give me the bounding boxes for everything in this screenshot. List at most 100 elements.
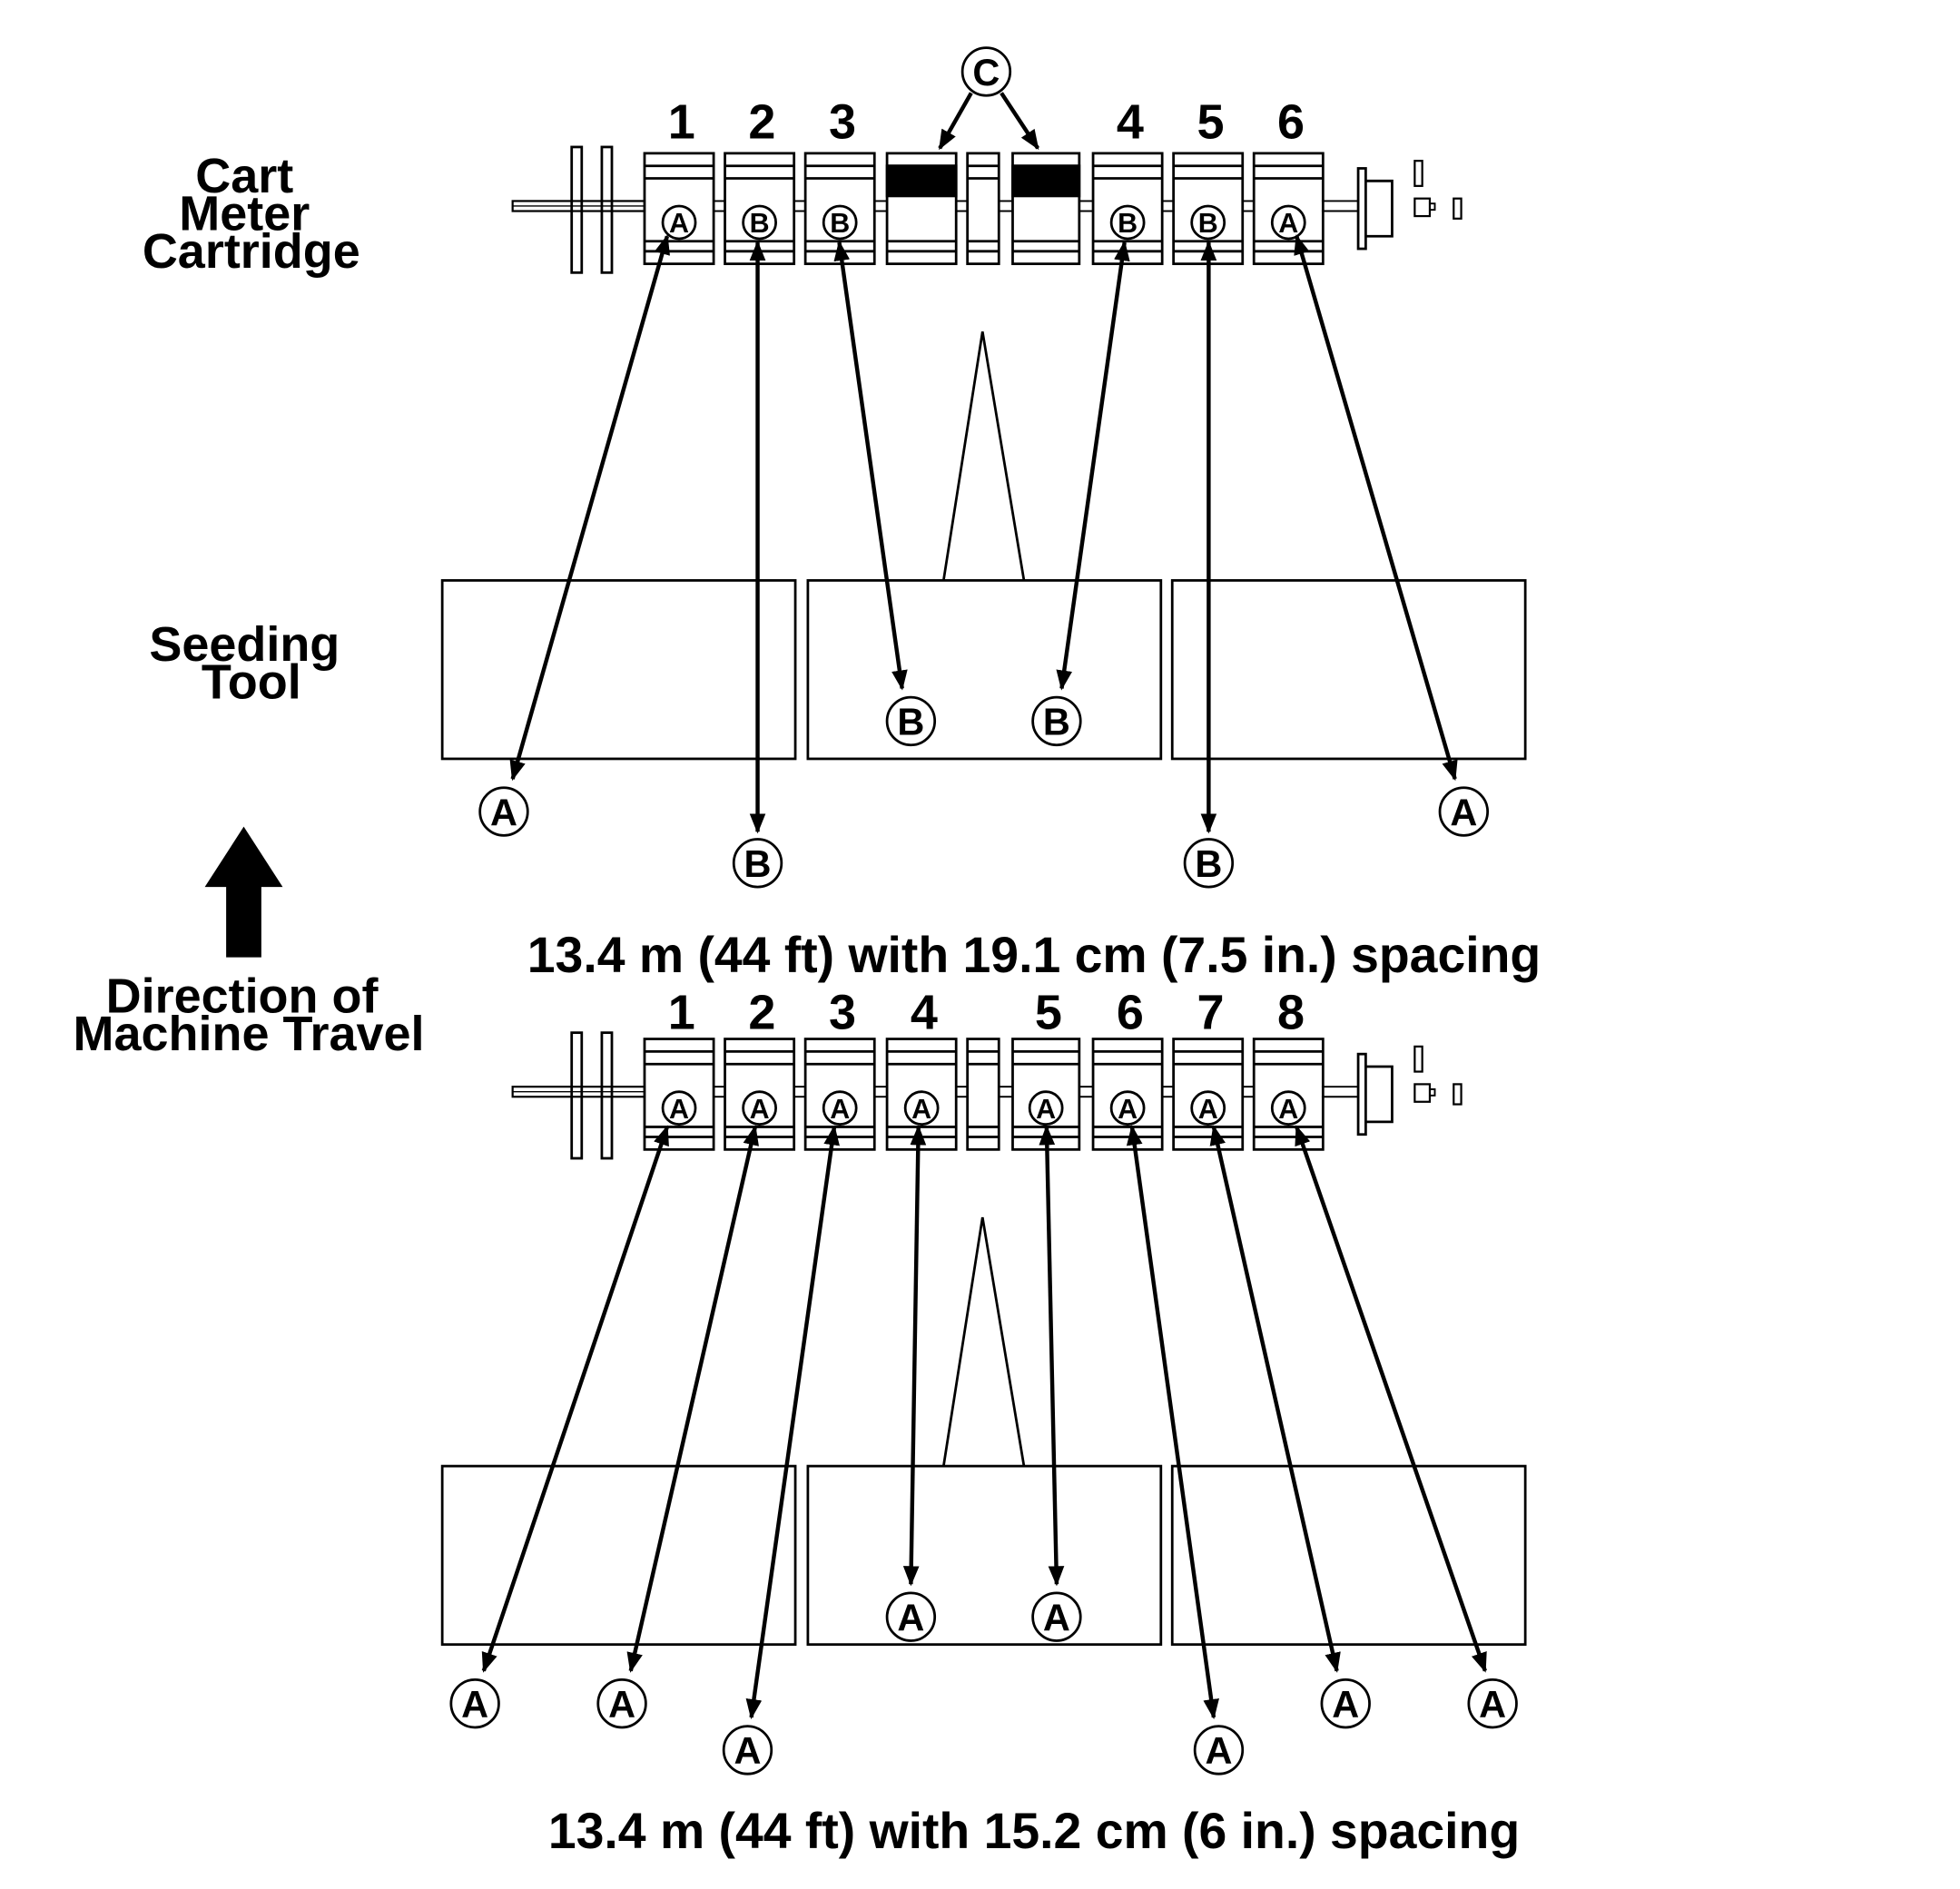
sensor-block (1413, 1083, 1432, 1103)
meter-4-callout-text: A (911, 1094, 931, 1125)
blank-meter (885, 152, 958, 266)
meter-number: 5 (1035, 985, 1062, 1039)
tool-frame-left (440, 579, 797, 761)
routing-arrow (1209, 1125, 1341, 1673)
sensor-bracket-top (1413, 160, 1423, 187)
outlet-5-callout: A (1031, 1591, 1082, 1642)
seeding-tool-label: Seeding Tool (149, 617, 353, 710)
meter-body (966, 1038, 1000, 1151)
outlet-4-callout-circle (885, 1591, 937, 1642)
c-arrow-left (938, 92, 973, 151)
meter-4-callout: B (1109, 204, 1146, 241)
outlet-2-callout: B (732, 838, 783, 889)
sensor-small (1453, 197, 1463, 220)
drive-housing (1365, 179, 1394, 238)
meter-7-callout-text: A (1198, 1094, 1218, 1125)
meter-6-callout: A (1270, 204, 1306, 241)
meter-6-callout-text: A (1118, 1094, 1138, 1125)
drive-plate (1356, 1052, 1367, 1136)
meter-2-callout-circle (742, 1090, 777, 1127)
meter-number: 7 (1197, 985, 1224, 1039)
outlet-5-callout-text: B (1195, 842, 1222, 885)
routing-arrow (509, 234, 670, 782)
drive-plate (1356, 167, 1367, 251)
meter-5-callout-text: B (1198, 208, 1218, 239)
end-plate-left (570, 1031, 584, 1160)
tool-frame-right (1170, 579, 1527, 761)
outlet-1-callout-text: A (461, 1683, 488, 1726)
blank-callout-text: C (972, 51, 1000, 93)
outlet-4-callout: A (885, 1591, 937, 1642)
outlet-4-callout-circle (1031, 695, 1082, 747)
outlet-6-callout: A (1438, 786, 1490, 837)
meter-1-callout: A (661, 1090, 697, 1127)
outlet-6-callout-circle (1193, 1725, 1245, 1776)
meter-3-callout-circle (822, 204, 858, 241)
outlet-6-callout-text: A (1205, 1729, 1232, 1772)
outlet-8-callout: A (1467, 1678, 1518, 1729)
routing-arrow (902, 1125, 927, 1587)
tower (941, 331, 1026, 581)
meter-2-callout-text: B (750, 208, 770, 239)
meter-number: 6 (1117, 985, 1144, 1039)
meter-number: 6 (1277, 94, 1305, 149)
meter-blank-cap (885, 164, 958, 198)
sensor-block (1413, 197, 1432, 218)
outlet-2-callout-text: B (744, 842, 772, 885)
meter-6-callout: A (1109, 1090, 1146, 1127)
meter-body (885, 152, 958, 266)
outlet-8-callout-circle (1467, 1678, 1518, 1729)
outlet-2-callout: A (596, 1678, 647, 1729)
sensor-tip (1428, 202, 1436, 212)
meter-number: 2 (748, 94, 775, 149)
outlet-3-callout: B (885, 695, 937, 747)
meter-number: 3 (829, 94, 856, 149)
meter-7-callout: A (1190, 1090, 1226, 1127)
meter-3-callout-text: B (830, 208, 850, 239)
meter-4-callout-circle (1109, 204, 1146, 241)
end-plate-left (570, 145, 584, 274)
outlet-1-callout-text: A (490, 791, 517, 833)
c-arrow-right (1000, 92, 1040, 151)
outlet-4-callout-text: B (1043, 701, 1070, 743)
meter-body (643, 152, 715, 266)
meter-1-callout-circle (661, 204, 697, 241)
meter-number: 4 (911, 985, 938, 1039)
meter-1-callout-circle (661, 1090, 697, 1127)
routing-arrow (1295, 1125, 1487, 1673)
meter-5-callout: B (1190, 204, 1226, 241)
meter-1-callout: A (661, 204, 697, 241)
meter-2-callout: A (742, 1090, 777, 1127)
outlet-3-callout: A (722, 1725, 773, 1776)
meter-1 (643, 152, 715, 266)
meter-8-callout: A (1270, 1090, 1306, 1127)
outlet-5-callout-circle (1183, 838, 1235, 889)
meter-blank-cap (1011, 164, 1081, 198)
meter-body (966, 152, 1000, 266)
top-caption: 13.4 m (44 ft) with 19.1 cm (7.5 in.) sp… (527, 927, 1541, 983)
meter-4-callout-circle (903, 1090, 940, 1127)
meter-number: 4 (1117, 94, 1144, 149)
outlet-4-callout-text: A (897, 1596, 924, 1638)
meter-body (803, 1038, 876, 1151)
outlet-1-callout: A (449, 1678, 500, 1729)
outlet-1-callout: A (478, 786, 529, 837)
meter-number: 2 (748, 985, 775, 1039)
outlet-3-callout-text: A (734, 1729, 761, 1772)
meter-5-callout-text: A (1036, 1094, 1056, 1125)
meter-5-callout-circle (1190, 204, 1226, 241)
outlet-5-callout-circle (1031, 1591, 1082, 1642)
outlet-1-callout-circle (478, 786, 529, 837)
meter-3-callout: B (822, 204, 858, 241)
outlet-7-callout: A (1320, 1678, 1371, 1729)
direction-label: Direction of Machine Travel (74, 969, 425, 1062)
tool-frame-center (806, 579, 1163, 761)
routing-arrow (481, 1125, 669, 1673)
meter-5-callout-circle (1028, 1090, 1064, 1127)
meter-6-callout-circle (1270, 204, 1306, 241)
outlet-2-callout-text: A (608, 1683, 635, 1726)
sensor-tip (1428, 1087, 1436, 1097)
outlet-2-callout-circle (732, 838, 783, 889)
